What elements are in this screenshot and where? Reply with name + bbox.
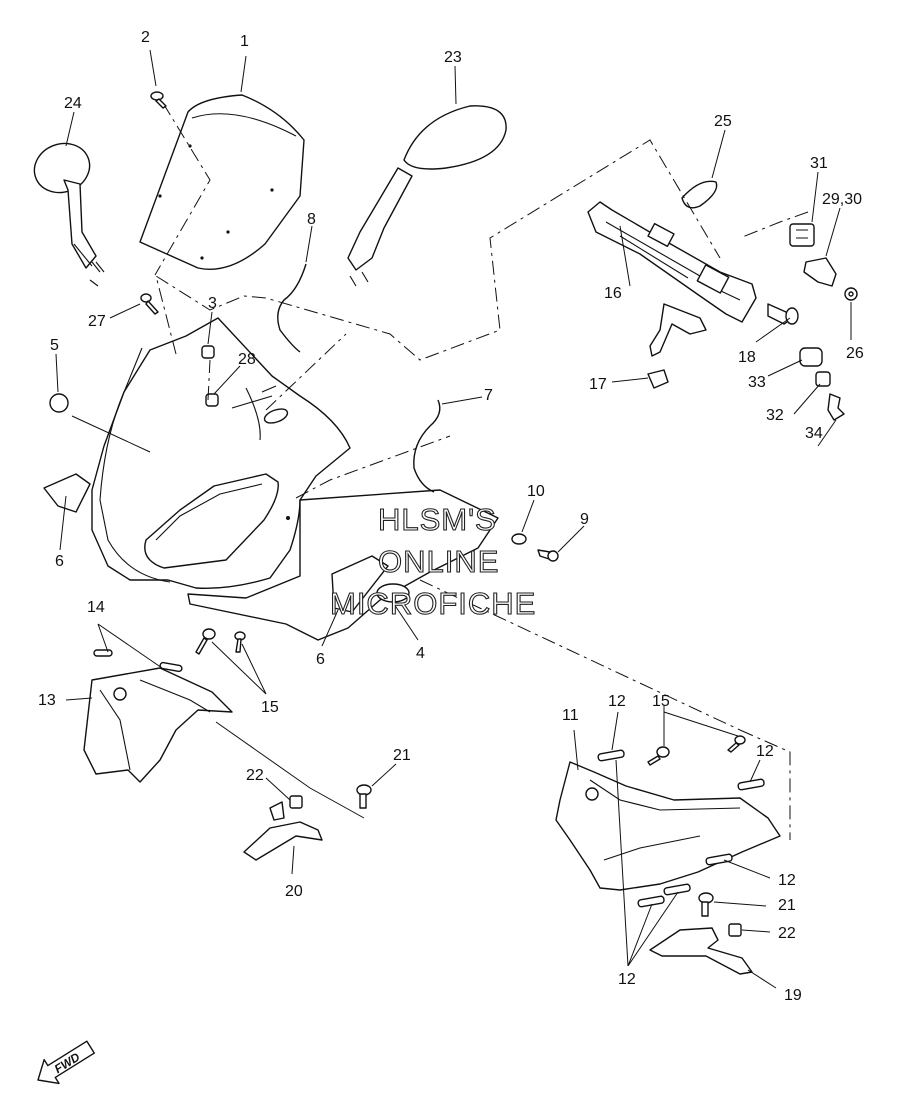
damper-17 — [647, 369, 669, 389]
strip-14 — [93, 649, 183, 673]
grommet-3 — [201, 345, 215, 359]
bolt-21-right — [698, 892, 714, 917]
callout-13: 13 — [38, 692, 56, 709]
watermark-line-2: ONLINE — [378, 544, 499, 579]
callout-15-right: 15 — [652, 693, 670, 710]
collar-32 — [815, 371, 831, 387]
bolt-27 — [140, 293, 159, 315]
callout-24: 24 — [64, 95, 82, 112]
nut-22-right — [728, 923, 742, 937]
mirror-left — [33, 142, 105, 287]
stay-assembly — [587, 201, 757, 357]
hose-8 — [277, 263, 307, 353]
callout-23: 23 — [444, 49, 462, 66]
callout-27: 27 — [88, 313, 106, 330]
nut-22-left — [289, 795, 303, 809]
watermark: HLSM'S ONLINE MICROFICHE — [329, 501, 536, 621]
callout-20: 20 — [285, 883, 303, 900]
callout-8: 8 — [307, 211, 316, 228]
callout-6-right: 6 — [316, 651, 325, 668]
screw-2 — [150, 91, 167, 109]
cover-6-left — [43, 473, 91, 513]
callout-5: 5 — [50, 337, 59, 354]
callout-31: 31 — [810, 155, 828, 172]
callout-25: 25 — [714, 113, 732, 130]
callout-17: 17 — [589, 376, 607, 393]
watermark-line-3: MICROFICHE — [330, 586, 536, 621]
callout-22-right: 22 — [778, 925, 796, 942]
callout-2: 2 — [141, 29, 150, 46]
callout-28: 28 — [238, 351, 256, 368]
callout-10: 10 — [527, 483, 545, 500]
callout-14: 14 — [87, 599, 105, 616]
bracket-19 — [649, 927, 753, 975]
screws-15-left — [195, 628, 246, 655]
strips-12 — [597, 749, 765, 908]
callout-21-left: 21 — [393, 747, 411, 764]
bolt-18 — [767, 303, 799, 325]
bracket-29-30 — [803, 257, 837, 287]
screws-15-right — [647, 735, 746, 766]
callout-12-top: 12 — [608, 693, 626, 710]
callout-26: 26 — [846, 345, 864, 362]
upper-cowling — [91, 317, 351, 589]
hose-7 — [413, 399, 441, 493]
inner-panel-13 — [83, 667, 233, 783]
callout-6-left: 6 — [55, 553, 64, 570]
grommet-25 — [681, 180, 718, 209]
washer-10 — [511, 533, 527, 545]
windshield — [139, 94, 305, 270]
callout-33: 33 — [748, 374, 766, 391]
callout-4: 4 — [416, 645, 425, 662]
callout-12-lower: 12 — [778, 872, 796, 889]
watermark-line-1: HLSM'S — [378, 502, 497, 537]
callout-1: 1 — [240, 33, 249, 50]
callout-21-right: 21 — [778, 897, 796, 914]
callout-11: 11 — [562, 707, 579, 724]
bracket-20 — [243, 801, 323, 861]
callout-19: 19 — [784, 987, 802, 1004]
callout-15-left: 15 — [261, 699, 279, 716]
bracket-31 — [789, 223, 815, 247]
side-cowling — [187, 489, 499, 641]
mirror-right — [347, 105, 507, 287]
callout-7: 7 — [484, 387, 493, 404]
screw-9 — [537, 549, 559, 562]
callout-3: 3 — [208, 295, 217, 312]
grommet-28 — [205, 393, 219, 407]
washer-26 — [844, 287, 858, 301]
damper-33 — [799, 347, 823, 367]
callout-9: 9 — [580, 511, 589, 528]
callout-34: 34 — [805, 425, 823, 442]
callout-12-bottom: 12 — [618, 971, 636, 988]
bolt-34 — [827, 393, 845, 421]
seal-5 — [49, 393, 69, 413]
fwd-arrow-icon: FWD — [37, 1040, 95, 1085]
callout-18: 18 — [738, 349, 756, 366]
callout-32: 32 — [766, 407, 784, 424]
callout-16: 16 — [604, 285, 622, 302]
callout-29-30: 29,30 — [822, 191, 862, 208]
bolt-21-left — [356, 784, 372, 809]
callout-12-right: 12 — [756, 743, 774, 760]
callout-22-left: 22 — [246, 767, 264, 784]
